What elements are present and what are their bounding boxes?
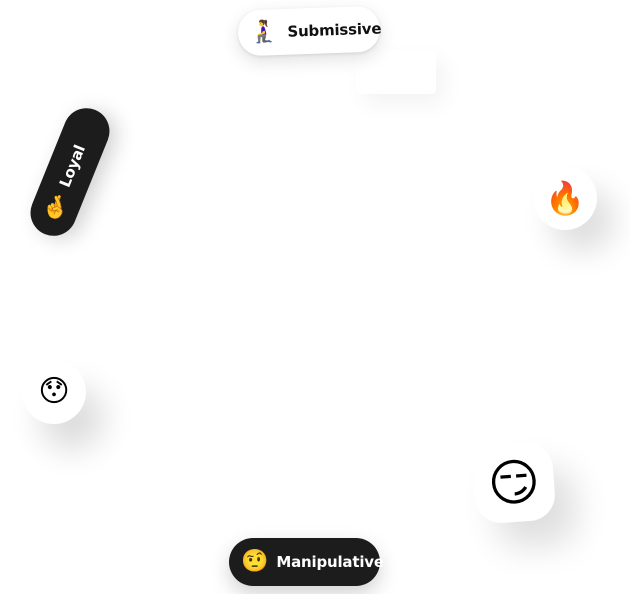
smirking-face-icon: 😏 [485,452,543,514]
trait-label-loyal: Loyal [55,142,89,190]
trait-chip-loyal[interactable]: 🤞 Loyal [23,101,117,243]
trait-chip-submissive[interactable]: 🧎‍♀️ Submissive [237,5,382,57]
trait-label-manipulative: Manipulative [276,553,384,571]
raised-eyebrow-face-icon: 🤨 [241,549,269,574]
background-card-shadow [356,50,436,94]
surprised-face-icon: 😯 [38,374,70,409]
trait-label-submissive: Submissive [287,19,382,41]
surprised-emoji-badge[interactable]: 😯 [22,360,86,424]
kneeling-person-icon: 🧎‍♀️ [249,19,278,46]
crossed-fingers-icon: 🤞 [41,195,69,221]
smirk-emoji-badge[interactable]: 😏 [471,441,557,525]
fire-icon: 🔥 [545,179,585,217]
trait-chip-manipulative[interactable]: 🤨 Manipulative [229,538,384,586]
fire-emoji-badge[interactable]: 🔥 [533,166,597,230]
